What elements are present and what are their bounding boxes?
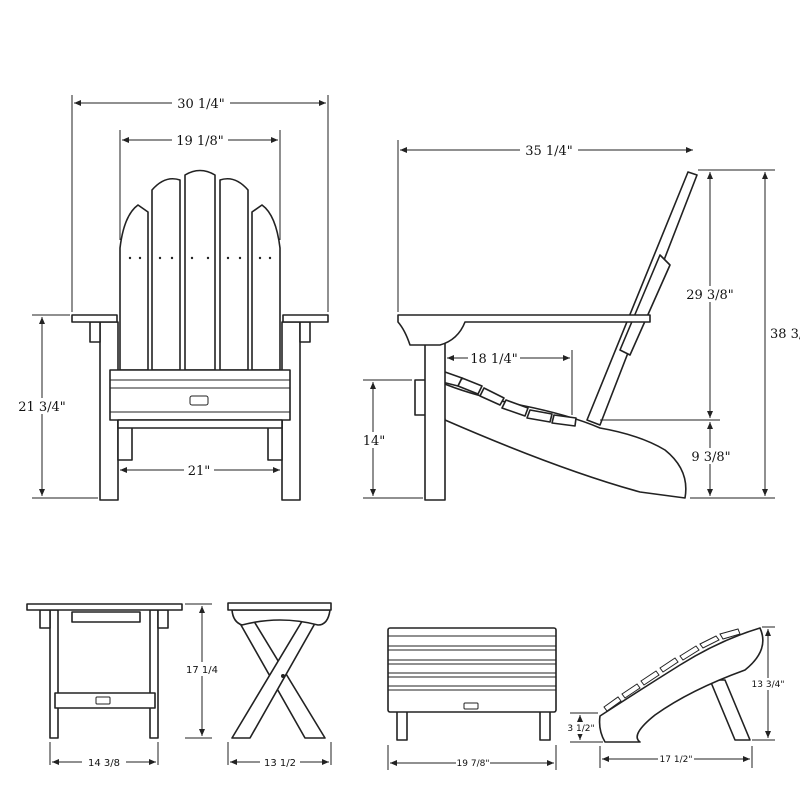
front-overall-width-label: 30 1/4" [177,97,225,112]
overall-height-label: 38 3/4" [770,327,800,342]
arm-height-label: 21 3/4" [18,400,66,415]
ottoman-width-label: 19 7/8" [457,759,490,769]
seat-to-floor-label: 9 3/8" [691,450,730,465]
seat-width-label: 21" [188,464,211,479]
table-width-label: 14 3/8 [88,758,120,769]
back-height-label: 29 3/8" [686,288,734,303]
table-depth-label: 13 1/2 [264,758,296,769]
ottoman-side-view: 13 3/4" 3 1/2" 17 1/2" [566,626,788,768]
ottoman-front-view: 19 7/8" [387,627,557,770]
seat-height-label: 14" [363,434,386,449]
ottoman-height-label: 13 3/4" [752,680,785,690]
ottoman-depth-label: 17 1/2" [660,755,693,765]
seat-depth-label: 18 1/4" [470,352,518,367]
chair-front-view: 30 1/4" 19 1/8" 21 3/4" 21" [16,95,329,501]
back-width-label: 19 1/8" [176,134,224,149]
table-height-label: 17 1/4 [186,665,218,676]
side-overall-depth-label: 35 1/4" [525,144,573,159]
side-table-front-view: 14 3/8 17 1/4 [26,603,220,769]
chair-side-view: 35 1/4" 38 3/4" 29 3/8" 9 3/8" 18 1/4" 1… [360,140,800,501]
side-table-side-view: 13 1/2 [227,602,332,769]
ottoman-front-height-label: 3 1/2" [567,724,594,734]
